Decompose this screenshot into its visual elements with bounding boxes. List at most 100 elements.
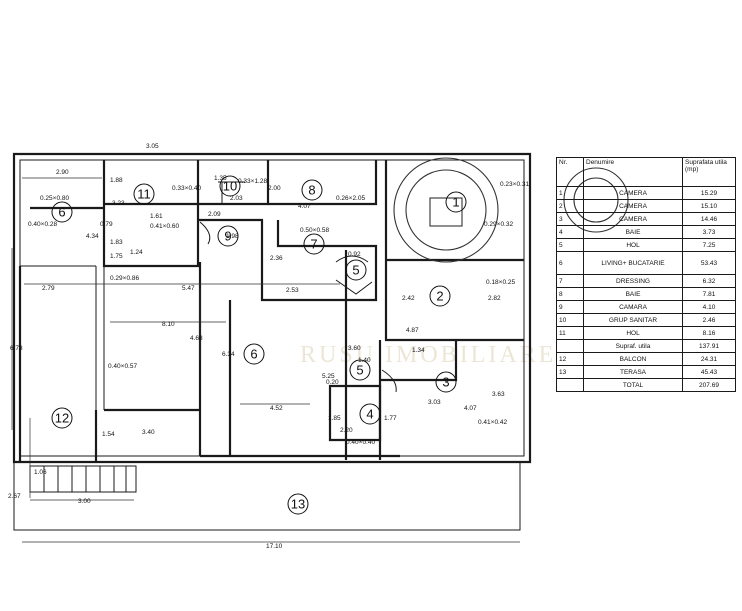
dimension-label: 2.36	[270, 255, 283, 262]
dimension-label: 2.09	[208, 211, 221, 218]
dimension-label: 1.88	[110, 177, 123, 184]
dimension-label: 3.23	[112, 200, 125, 207]
room-number-label: 4	[366, 407, 373, 422]
cell-nr: 10	[556, 313, 584, 327]
area-table-header: Nr. Denumire Suprafata utila (mp)	[556, 157, 736, 187]
room-number-label: 8	[308, 183, 315, 198]
room-number-label: 10	[223, 179, 237, 194]
cell-area: 45.43	[682, 365, 736, 379]
dimension-label: 1.98	[226, 233, 239, 240]
cell-nr: 6	[556, 251, 584, 275]
cell-name: TERASA	[583, 365, 683, 379]
cell-area: 4.10	[682, 300, 736, 314]
dimension-label: 4.07	[298, 203, 311, 210]
cell-name: HOL	[583, 326, 683, 340]
dimension-label: 0.79	[100, 221, 113, 228]
room-number-circle	[217, 225, 239, 247]
watermark-text: RUSU IMOBILIARE	[300, 342, 556, 368]
dimension-label: 0.40×0.57	[108, 363, 137, 370]
dimension-label: 2.20	[340, 427, 353, 434]
dimension-label: 2.67	[8, 493, 21, 500]
room-number-label: 2	[436, 289, 443, 304]
cell-nr: 1	[556, 186, 584, 200]
dimension-label: 3.60	[348, 345, 361, 352]
cell-name: CAMERA	[583, 199, 683, 213]
dimension-label: 4.68	[190, 335, 203, 342]
cell-name: LIVING+ BUCATARIE	[583, 251, 683, 275]
room-number-label: 5	[352, 263, 359, 278]
dimension-label: 0.40×0.28	[28, 221, 57, 228]
dimension-label: 3.03	[428, 399, 441, 406]
header-suprafata: Suprafata utila (mp)	[682, 157, 736, 187]
room-number-circle	[287, 493, 309, 515]
cell-area: 3.73	[682, 225, 736, 239]
cell-name: BAIE	[583, 287, 683, 301]
dimension-label: 1.35	[214, 175, 227, 182]
dimension-label: 1.40	[358, 357, 371, 364]
room-number-circle	[51, 201, 73, 223]
header-nr: Nr.	[556, 157, 584, 187]
room-number-circle	[51, 407, 73, 429]
room-number-circle	[133, 183, 155, 205]
dimension-label: 1.24	[130, 249, 143, 256]
dimension-label: 1.06	[34, 469, 47, 476]
dimension-label: 1.34	[412, 347, 425, 354]
cell-name: GRUP SANITAR	[583, 313, 683, 327]
cell-area: 24.31	[682, 352, 736, 366]
room-number-label: 6	[250, 347, 257, 362]
cell-nr: 5	[556, 238, 584, 252]
cell-name: DRESSING	[583, 274, 683, 288]
dimension-label: 3.00	[78, 498, 91, 505]
dimension-label: 6.73	[10, 345, 23, 352]
header-denumire: Denumire	[583, 157, 683, 187]
room-number-circle	[301, 179, 323, 201]
room-number-label: 11	[137, 187, 151, 202]
dimension-label: 0.18×0.25	[486, 279, 515, 286]
dimension-label: 17.10	[266, 543, 283, 550]
cell-nr: 11	[556, 326, 584, 340]
room-number-label: 13	[291, 497, 305, 512]
dimension-label: 4.52	[270, 405, 283, 412]
cell-nr: 7	[556, 274, 584, 288]
room-number-circle	[345, 259, 367, 281]
dimension-label: 0.20	[326, 379, 339, 386]
dimension-label: 3.05	[146, 143, 159, 150]
dimension-label: 0.41×0.42	[478, 419, 507, 426]
room-number-label: 12	[55, 411, 69, 426]
dimension-label: 1.61	[150, 213, 163, 220]
cell-nr: 9	[556, 300, 584, 314]
dimension-label: 0.50×0.58	[300, 227, 329, 234]
cell-area: 14.46	[682, 212, 736, 226]
cell-name: CAMERA	[583, 186, 683, 200]
dimension-label: 2.79	[42, 285, 55, 292]
dimension-label: 5.47	[182, 285, 195, 292]
dimension-label: 6.34	[222, 351, 235, 358]
cell-name: HOL	[583, 238, 683, 252]
cell-nr: 4	[556, 225, 584, 239]
dimension-label: 4.34	[86, 233, 99, 240]
cell-area: 15.10	[682, 199, 736, 213]
cadastre-stamp	[393, 157, 499, 263]
cell-area: 6.32	[682, 274, 736, 288]
dimension-label: 0.41×0.60	[150, 223, 179, 230]
cell-name: BAIE	[583, 225, 683, 239]
cell-name: Supraf. utila	[583, 339, 683, 353]
dimension-label: 1.54	[102, 431, 115, 438]
dimension-label: 0.29×0.32	[484, 221, 513, 228]
dimension-label: 2.90	[56, 169, 69, 176]
cell-area: 2.46	[682, 313, 736, 327]
cell-nr: 12	[556, 352, 584, 366]
room-number-label: 1	[452, 195, 459, 210]
